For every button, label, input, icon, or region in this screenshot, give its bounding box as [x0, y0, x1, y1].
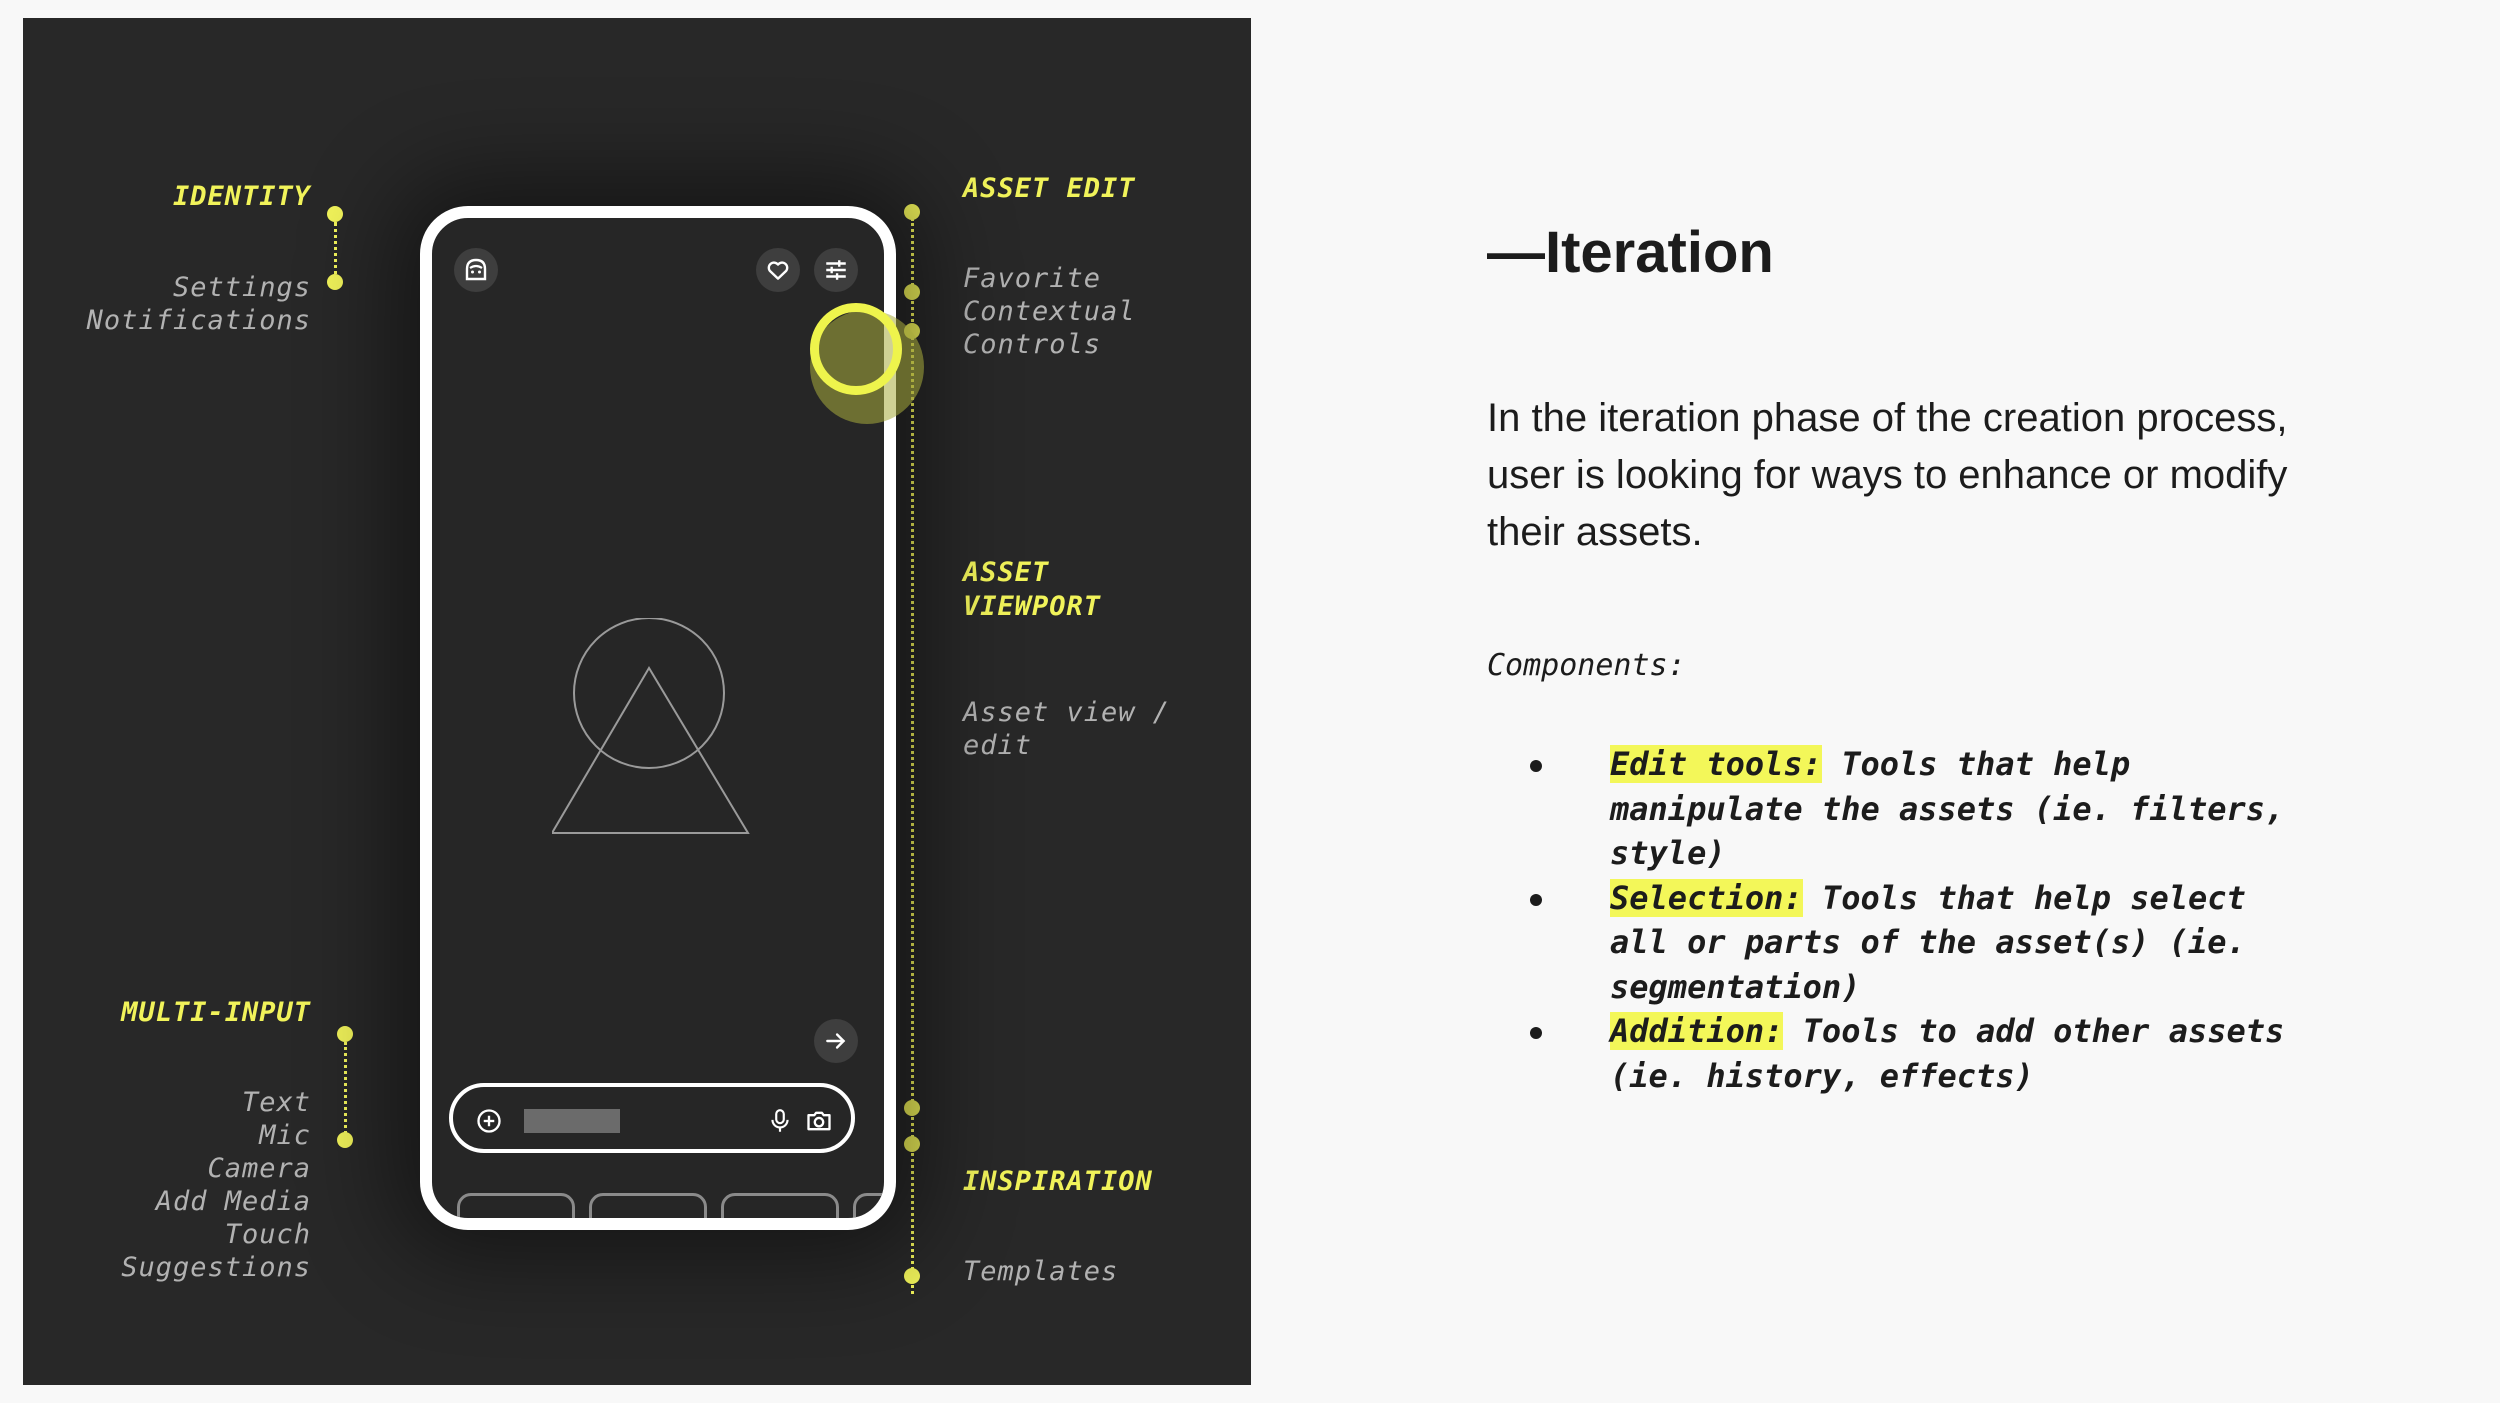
suggestion-chip[interactable] — [853, 1193, 884, 1218]
suggestion-chip[interactable] — [589, 1193, 707, 1218]
right-connector — [911, 218, 914, 1294]
multi-input-dot-bottom — [337, 1132, 353, 1148]
inspiration-items: Templates — [963, 1255, 1118, 1288]
identity-connector — [334, 222, 337, 282]
component-description: Tools to add other assets (ie. history, … — [1610, 1012, 2285, 1095]
list-item: Addition: Tools to add other assets (ie.… — [1530, 1009, 2310, 1098]
asset-viewport-item-2: edit — [963, 730, 1033, 761]
asset-viewport-placeholder[interactable] — [552, 618, 752, 848]
text-input-placeholder[interactable] — [524, 1109, 620, 1133]
inspiration-dot-bottom — [904, 1268, 920, 1284]
multi-input-item-suggestions: Suggestions — [121, 1252, 311, 1283]
bullet — [1530, 893, 1542, 906]
multi-input-dot-top — [337, 1026, 353, 1042]
components-list: Edit tools: Tools that help manipulate t… — [1530, 742, 2310, 1098]
asset-edit-item-favorite: Favorite — [963, 263, 1102, 294]
diagram-panel: IDENTITY Settings Notifications MULTI-IN… — [23, 18, 1251, 1385]
intro-paragraph: In the iteration phase of the creation p… — [1487, 396, 2288, 554]
asset-edit-items: Favorite Contextual Controls — [963, 262, 1136, 361]
page-title: —Iteration — [1487, 220, 1774, 285]
inspiration-dot-top — [904, 1100, 920, 1116]
asset-edit-item-contextual: Contextual — [963, 296, 1136, 327]
asset-edit-item-controls: Controls — [963, 329, 1102, 360]
face-icon — [465, 258, 487, 281]
multi-input-item-add-media: Add Media — [155, 1186, 311, 1217]
bullet — [1530, 1027, 1542, 1039]
multi-input-connector — [344, 1042, 347, 1140]
prompt-input-bar[interactable] — [449, 1083, 855, 1153]
identity-item-notifications: Notifications — [86, 305, 311, 336]
identity-label: IDENTITY — [172, 181, 311, 212]
add-circle-icon[interactable] — [475, 1107, 503, 1135]
identity-dot-top — [327, 206, 343, 222]
identity-items: Settings Notifications — [87, 271, 311, 337]
multi-input-label: MULTI-INPUT — [121, 997, 311, 1028]
multi-input-item-touch: Touch — [224, 1219, 311, 1250]
list-item: Selection: Tools that help select all or… — [1530, 876, 2310, 1010]
identity-item-settings: Settings — [172, 272, 311, 303]
inspiration-item-templates: Templates — [963, 1256, 1119, 1287]
sliders-icon — [826, 260, 846, 280]
inspiration-label: INSPIRATION — [963, 1166, 1153, 1197]
edit-controls-button[interactable] — [814, 248, 858, 292]
list-item: Edit tools: Tools that help manipulate t… — [1530, 742, 2310, 876]
asset-viewport-label-line-2: VIEWPORT — [963, 591, 1102, 622]
asset-viewport-label-line-1: ASSET — [963, 557, 1050, 588]
suggestion-chip[interactable] — [457, 1193, 575, 1218]
component-name: Addition: — [1610, 1012, 1784, 1050]
component-name: Selection: — [1610, 878, 1803, 917]
camera-icon[interactable] — [805, 1107, 833, 1135]
component-description: Tools that help select all or parts of t… — [1610, 878, 2246, 1006]
favorite-button[interactable] — [756, 248, 800, 292]
multi-input-item-text: Text — [241, 1087, 311, 1118]
component-description: Tools that help manipulate the assets (i… — [1610, 745, 2285, 872]
heart-icon — [767, 261, 789, 280]
mic-icon[interactable] — [767, 1107, 793, 1135]
asset-viewport-label: ASSET VIEWPORT — [963, 556, 1101, 624]
asset-edit-label: ASSET EDIT — [963, 173, 1136, 204]
multi-input-items: Text Mic Camera Add Media Touch Suggesti… — [121, 1086, 311, 1284]
multi-input-item-camera: Camera — [207, 1153, 311, 1184]
components-label: Components: — [1487, 648, 1686, 683]
asset-edit-dot-mid — [904, 284, 920, 300]
send-button[interactable] — [814, 1019, 858, 1063]
asset-edit-dot-top — [904, 204, 920, 220]
suggestion-chip[interactable] — [721, 1193, 839, 1218]
component-name: Edit tools: — [1610, 745, 1822, 783]
bullet — [1530, 760, 1542, 772]
arrow-right-icon — [826, 1033, 846, 1049]
inspiration-dot-mid — [904, 1136, 920, 1152]
multi-input-item-mic: Mic — [259, 1120, 311, 1151]
identity-dot-bottom — [327, 274, 343, 290]
identity-avatar-button[interactable] — [454, 248, 498, 292]
asset-viewport-items: Asset view / edit — [963, 696, 1170, 762]
asset-viewport-item-1: Asset view / — [963, 697, 1171, 728]
touch-indicator — [810, 303, 902, 395]
